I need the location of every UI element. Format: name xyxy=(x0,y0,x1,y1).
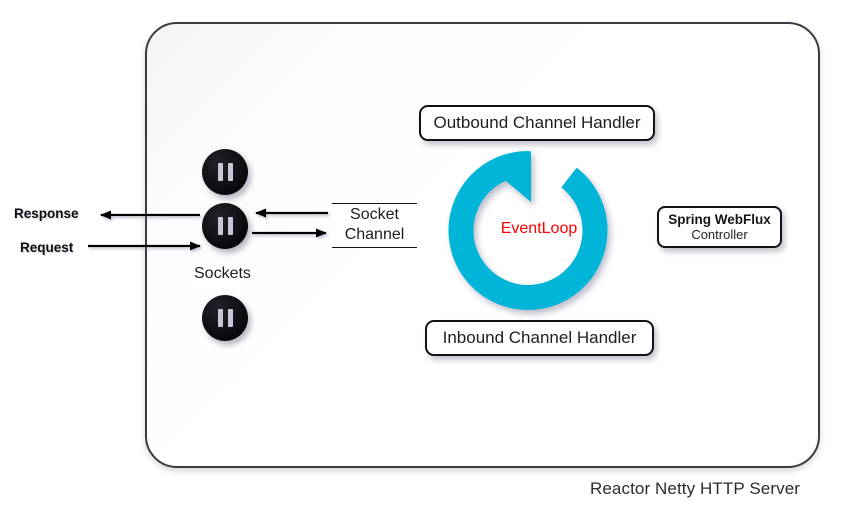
response-flow-label: Response xyxy=(14,206,79,221)
socket-channel-line1: Socket xyxy=(350,206,399,223)
socket-bar-left xyxy=(217,309,223,327)
socket-icon-middle xyxy=(202,203,248,249)
circular-arrow-icon xyxy=(448,150,608,310)
socket-bar-left xyxy=(217,163,223,181)
inbound-channel-handler-label: Inbound Channel Handler xyxy=(442,328,637,347)
spring-webflux-title: Spring WebFlux xyxy=(668,211,771,227)
outbound-channel-handler-box: Outbound Channel Handler xyxy=(419,105,655,141)
socket-bar-right xyxy=(227,309,233,327)
socket-bar-right xyxy=(227,163,233,181)
socket-channel-line2: Channel xyxy=(344,226,405,243)
socket-icon-bottom xyxy=(202,295,248,341)
socket-icon-top xyxy=(202,149,248,195)
spring-webflux-controller-box: Spring WebFlux Controller xyxy=(657,206,782,248)
spring-webflux-subtitle: Controller xyxy=(691,226,748,242)
eventloop-group: EventLoop xyxy=(448,148,621,312)
sockets-group-label: Sockets xyxy=(192,265,253,283)
outbound-channel-handler-label: Outbound Channel Handler xyxy=(433,113,641,132)
socket-bar-left xyxy=(217,217,223,235)
socket-bar-right xyxy=(227,217,233,235)
inbound-channel-handler-box: Inbound Channel Handler xyxy=(425,320,654,356)
eventloop-label: EventLoop xyxy=(500,220,578,237)
request-flow-label: Request xyxy=(20,240,74,255)
socket-channel-label: Socket Channel xyxy=(332,203,417,248)
diagram-caption: Reactor Netty HTTP Server xyxy=(590,479,801,498)
